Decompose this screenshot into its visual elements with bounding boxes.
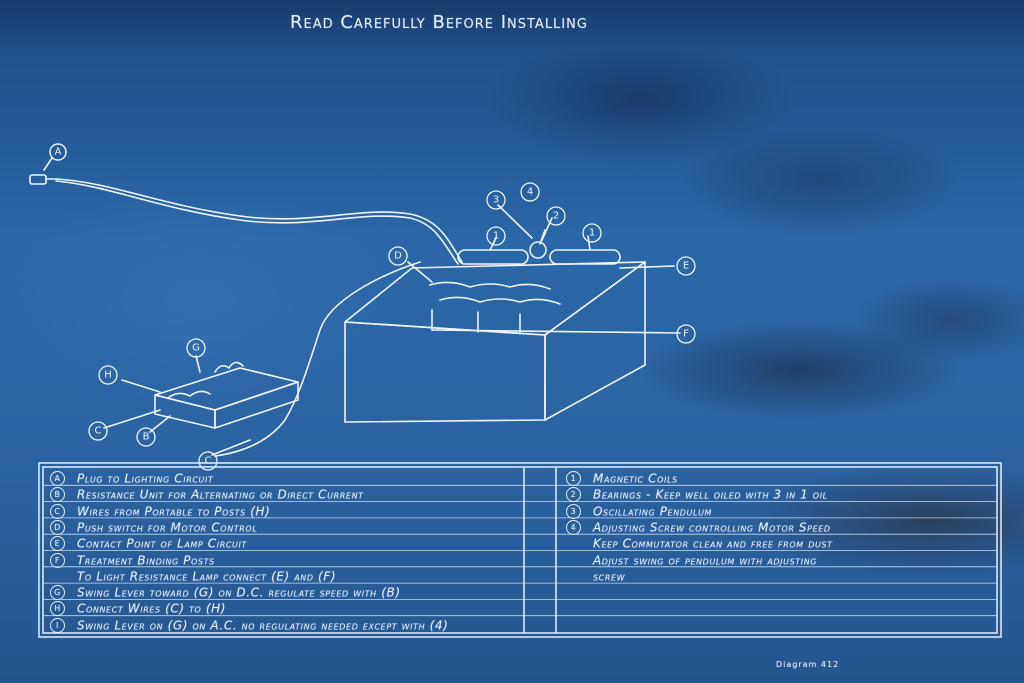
legend-row-right: 1 Magnetic Coils: [566, 470, 678, 486]
legend-marker: H: [50, 601, 65, 617]
diagram-number: Diagram 412: [776, 660, 840, 669]
legend-text: Magnetic Coils: [593, 471, 678, 486]
legend-text: Plug to Lighting Circuit: [77, 471, 214, 486]
legend-row-left: D Push switch for Motor Control: [50, 519, 257, 535]
legend-row-right: Adjust swing of pendulum with adjusting: [566, 552, 817, 568]
legend-text: screw: [593, 569, 626, 584]
label-3: 3: [493, 195, 499, 206]
label-c: C: [95, 426, 102, 437]
legend-text: Contact Point of Lamp Circuit: [77, 536, 247, 551]
legend-text: Connect Wires (C) to (H): [77, 601, 227, 616]
legend-row-left: To Light Resistance Lamp connect (E) and…: [50, 568, 336, 584]
label-coil-right: 1: [589, 228, 595, 239]
legend-row-left: G Swing Lever toward (G) on D.C. regulate…: [50, 584, 401, 601]
label-2: 2: [553, 211, 559, 222]
legend-row-left: C Wires from Portable to Posts (H): [50, 503, 270, 519]
legend-row-left: A Plug to Lighting Circuit: [50, 470, 213, 486]
cord-box-to-switch: [214, 261, 421, 457]
legend-row-right: 2 Bearings - Keep well oiled with 3 in 1 …: [566, 486, 828, 503]
legend-marker: I: [50, 617, 65, 633]
label-4: 4: [527, 187, 533, 198]
legend-text: Wires from Portable to Posts (H): [77, 504, 271, 519]
legend-row-left: H Connect Wires (C) to (H): [50, 600, 227, 617]
legend-marker: 4: [566, 519, 581, 535]
legend-marker: D: [50, 519, 65, 535]
legend-row-right: Keep Commutator clean and free from dust: [566, 535, 833, 551]
label-d: D: [394, 251, 402, 262]
legend-row-right: 4 Adjusting Screw controlling Motor Speed: [566, 519, 831, 535]
label-a: A: [55, 147, 62, 158]
label-c-cord: C: [205, 456, 212, 467]
legend-text: To Light Resistance Lamp connect (E) and…: [77, 569, 337, 584]
label-g: G: [192, 343, 200, 354]
top-band: [0, 0, 1024, 48]
legend-row-right: screw: [566, 568, 625, 584]
label-e: E: [683, 261, 689, 272]
legend-text: Adjust swing of pendulum with adjusting: [593, 553, 818, 567]
legend-text: Bearings - Keep well oiled with 3 in 1 o…: [593, 487, 828, 502]
legend-marker: G: [50, 585, 65, 601]
legend-text: Resistance Unit for Alternating or Direc…: [77, 487, 364, 502]
switch-drawing: [103, 355, 299, 456]
legend-row-left: F Treatment Binding Posts: [50, 552, 215, 568]
label-b: B: [143, 432, 150, 443]
legend-text: Oscillating Pendulum: [593, 504, 713, 519]
label-h: H: [104, 370, 112, 381]
legend-text: Swing Lever on (G) on A.C. no regulating…: [77, 618, 449, 633]
legend-marker: 1: [566, 471, 581, 486]
legend-marker: 2: [566, 487, 581, 503]
legend-grid: [38, 462, 1002, 638]
page-heading: Read Carefully Before Installing: [290, 12, 588, 33]
legend-text: Treatment Binding Posts: [77, 553, 215, 567]
legend-marker: E: [50, 536, 65, 552]
legend-text: Adjusting Screw controlling Motor Speed: [593, 520, 831, 535]
legend-row-right: 3 Oscillating Pendulum: [566, 503, 712, 519]
legend-text: Keep Commutator clean and free from dust: [593, 536, 833, 551]
legend-marker: B: [50, 487, 65, 503]
cord-plug-to-box: [55, 178, 463, 263]
label-coil-left: 1: [493, 231, 499, 242]
legend-row-left: E Contact Point of Lamp Circuit: [50, 535, 247, 552]
label-f: F: [683, 329, 689, 340]
legend-text: Push switch for Motor Control: [77, 520, 258, 535]
legend-marker: F: [50, 552, 65, 568]
cord-plug-to-box-2: [55, 180, 459, 265]
legend-marker: C: [50, 503, 65, 519]
legend-marker: 3: [566, 503, 581, 519]
legend-row-left: I Swing Lever on (G) on A.C. no regulatin…: [50, 617, 448, 633]
legend-marker: A: [50, 471, 65, 486]
box-drawing: [344, 204, 681, 423]
legend-text: Swing Lever toward (G) on D.C. regulate …: [77, 585, 401, 600]
legend-row-left: B Resistance Unit for Alternating or Dire…: [50, 486, 364, 503]
